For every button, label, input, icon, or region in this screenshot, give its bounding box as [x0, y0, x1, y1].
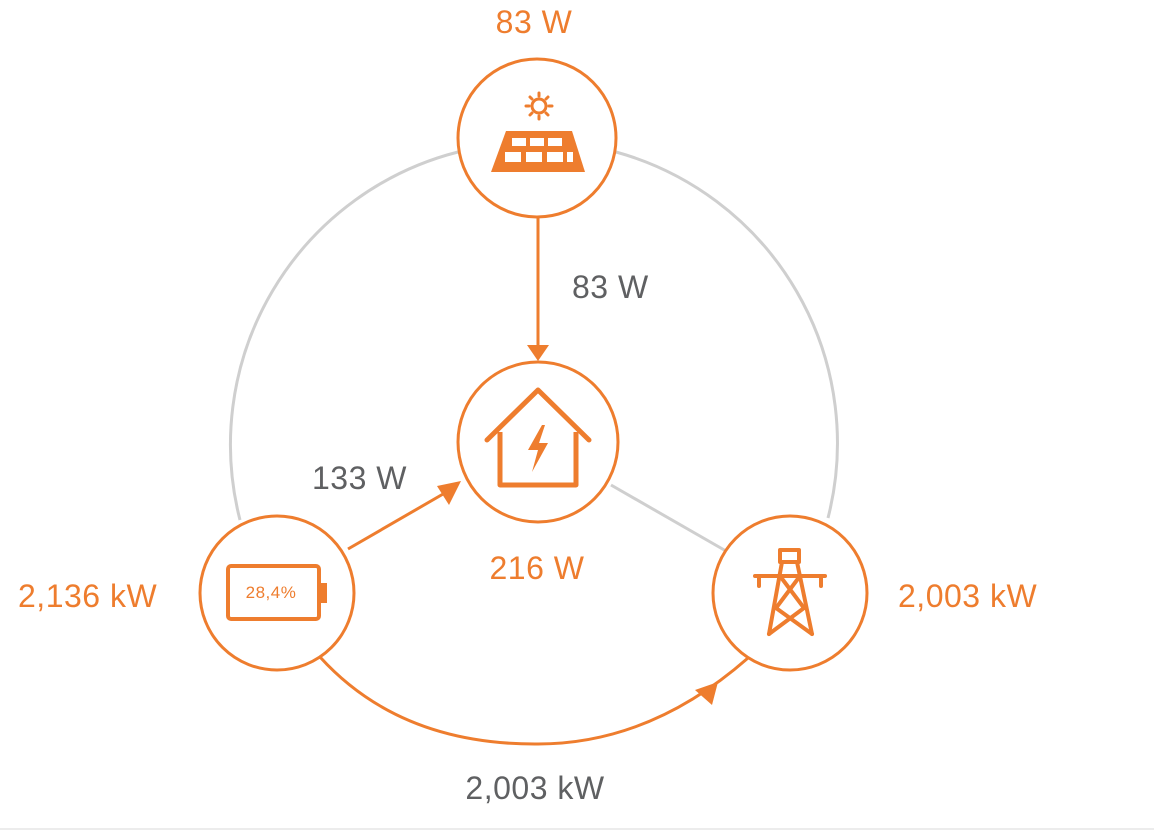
battery-to-grid-arrow: [695, 682, 718, 705]
grid-node[interactable]: [711, 514, 869, 672]
bottom-divider: [0, 828, 1154, 830]
home-grid-line: [610, 483, 727, 553]
home-power-value: 216 W: [489, 550, 585, 586]
solar-battery-arc: [228, 150, 459, 521]
battery-to-home-arrow: [437, 481, 461, 505]
battery-to-grid-flow: [318, 655, 749, 746]
solar-power-value: 83 W: [495, 4, 573, 40]
solar-grid-arc: [615, 150, 839, 519]
battery-node[interactable]: [198, 514, 356, 672]
solar-to-home-flow-value: 83 W: [572, 269, 649, 305]
battery-icon: [226, 564, 327, 621]
solar-panel-icon: [491, 91, 585, 172]
battery-to-grid-flow-value: 2,003 kW: [465, 770, 605, 806]
grid-power-value: 2,003 kW: [898, 578, 1038, 614]
power-pylon-icon: [753, 548, 827, 636]
solar-node[interactable]: [456, 57, 618, 219]
battery-power-value: 2,136 kW: [18, 578, 158, 614]
home-node[interactable]: [456, 360, 620, 524]
solar-to-home-arrow: [527, 345, 549, 361]
home-lightning-icon: [484, 387, 592, 488]
battery-charge-percent: 28,4%: [245, 583, 297, 602]
battery-to-home-flow-value: 133 W: [312, 460, 407, 496]
battery-to-home-flow: [347, 488, 451, 551]
